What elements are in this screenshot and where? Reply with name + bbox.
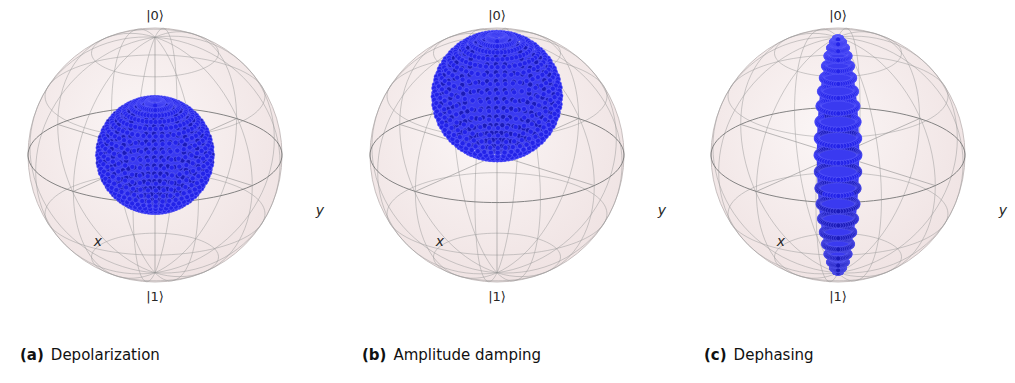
state-label: |1⟩ bbox=[488, 290, 506, 303]
bloch-sphere bbox=[28, 28, 282, 282]
bloch-sphere bbox=[711, 28, 965, 282]
wireframe bbox=[711, 28, 965, 281]
state-label: |0⟩ bbox=[829, 9, 847, 22]
sphere-surface bbox=[28, 28, 282, 282]
bloch-sphere bbox=[370, 28, 624, 282]
state-label: |0⟩ bbox=[488, 9, 506, 22]
subfigure-caption: Depolarization bbox=[51, 348, 160, 363]
axis-label: x bbox=[436, 234, 444, 248]
subfigure-caption: Dephasing bbox=[734, 348, 814, 363]
sphere-surface bbox=[370, 28, 624, 282]
state-set bbox=[431, 30, 563, 162]
wireframe bbox=[370, 28, 624, 281]
state-label: |1⟩ bbox=[829, 290, 847, 303]
subfigure-tag: (a) bbox=[20, 348, 44, 363]
subfigure-tag: (b) bbox=[362, 348, 386, 363]
state-label: |0⟩ bbox=[146, 9, 164, 22]
subfigure-caption: Amplitude damping bbox=[393, 348, 541, 363]
state-set bbox=[95, 95, 214, 214]
state-set bbox=[814, 35, 862, 276]
axis-label: y bbox=[658, 203, 666, 217]
axis-label: y bbox=[999, 203, 1007, 217]
sphere-surface bbox=[711, 28, 965, 282]
axis-label: x bbox=[94, 234, 102, 248]
axis-label: y bbox=[316, 203, 324, 217]
wireframe bbox=[28, 28, 282, 281]
state-label: |1⟩ bbox=[146, 290, 164, 303]
subfigure-tag: (c) bbox=[704, 348, 727, 363]
axis-label: x bbox=[777, 234, 785, 248]
